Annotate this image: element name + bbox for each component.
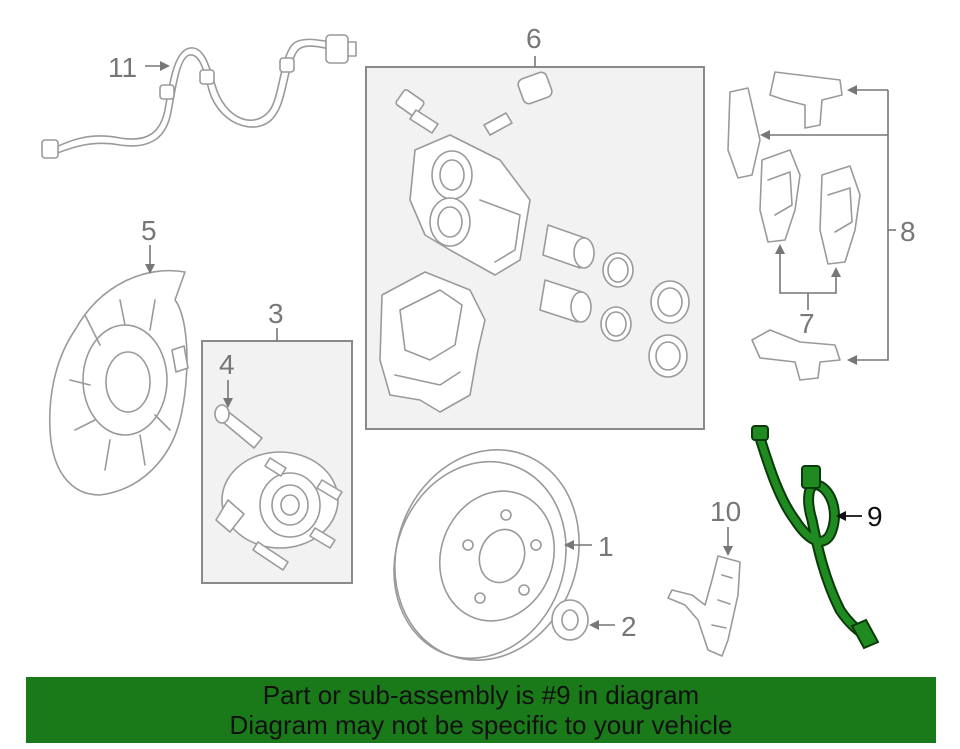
part-11-abs-sensor-wire[interactable]	[41, 34, 357, 159]
part-4-wheel-stud[interactable]	[214, 404, 263, 449]
part-2-washer[interactable]	[551, 599, 589, 641]
part-10-bracket[interactable]	[667, 555, 741, 657]
part-1-brake-rotor[interactable]	[366, 424, 608, 687]
callout-2: 2	[621, 611, 637, 642]
leader-lines	[145, 56, 896, 630]
part-8-brake-pads[interactable]	[727, 71, 861, 381]
callout-5: 5	[141, 215, 157, 246]
callout-8: 8	[900, 216, 916, 247]
part-6-caliper-assembly[interactable]	[365, 66, 705, 430]
callout-labels: 11 6 5 3 4 8 7 10 1 2 9	[108, 23, 916, 642]
part-5-dust-shield[interactable]	[48, 269, 189, 496]
callout-11: 11	[108, 52, 137, 83]
banner-line-2: Diagram may not be specific to your vehi…	[229, 710, 733, 740]
callout-1: 1	[598, 531, 614, 562]
callout-4: 4	[219, 349, 235, 380]
banner-line-1: Part or sub-assembly is #9 in diagram	[262, 680, 700, 710]
part-9-brake-hose[interactable]	[751, 425, 880, 650]
part-3-hub-assembly[interactable]	[201, 340, 353, 584]
callout-6: 6	[526, 23, 542, 54]
info-banner: Part or sub-assembly is #9 in diagram Di…	[26, 677, 936, 743]
callout-7: 7	[799, 308, 815, 339]
callout-3: 3	[268, 298, 284, 329]
callout-9: 9	[867, 501, 883, 532]
callout-10: 10	[710, 496, 741, 527]
